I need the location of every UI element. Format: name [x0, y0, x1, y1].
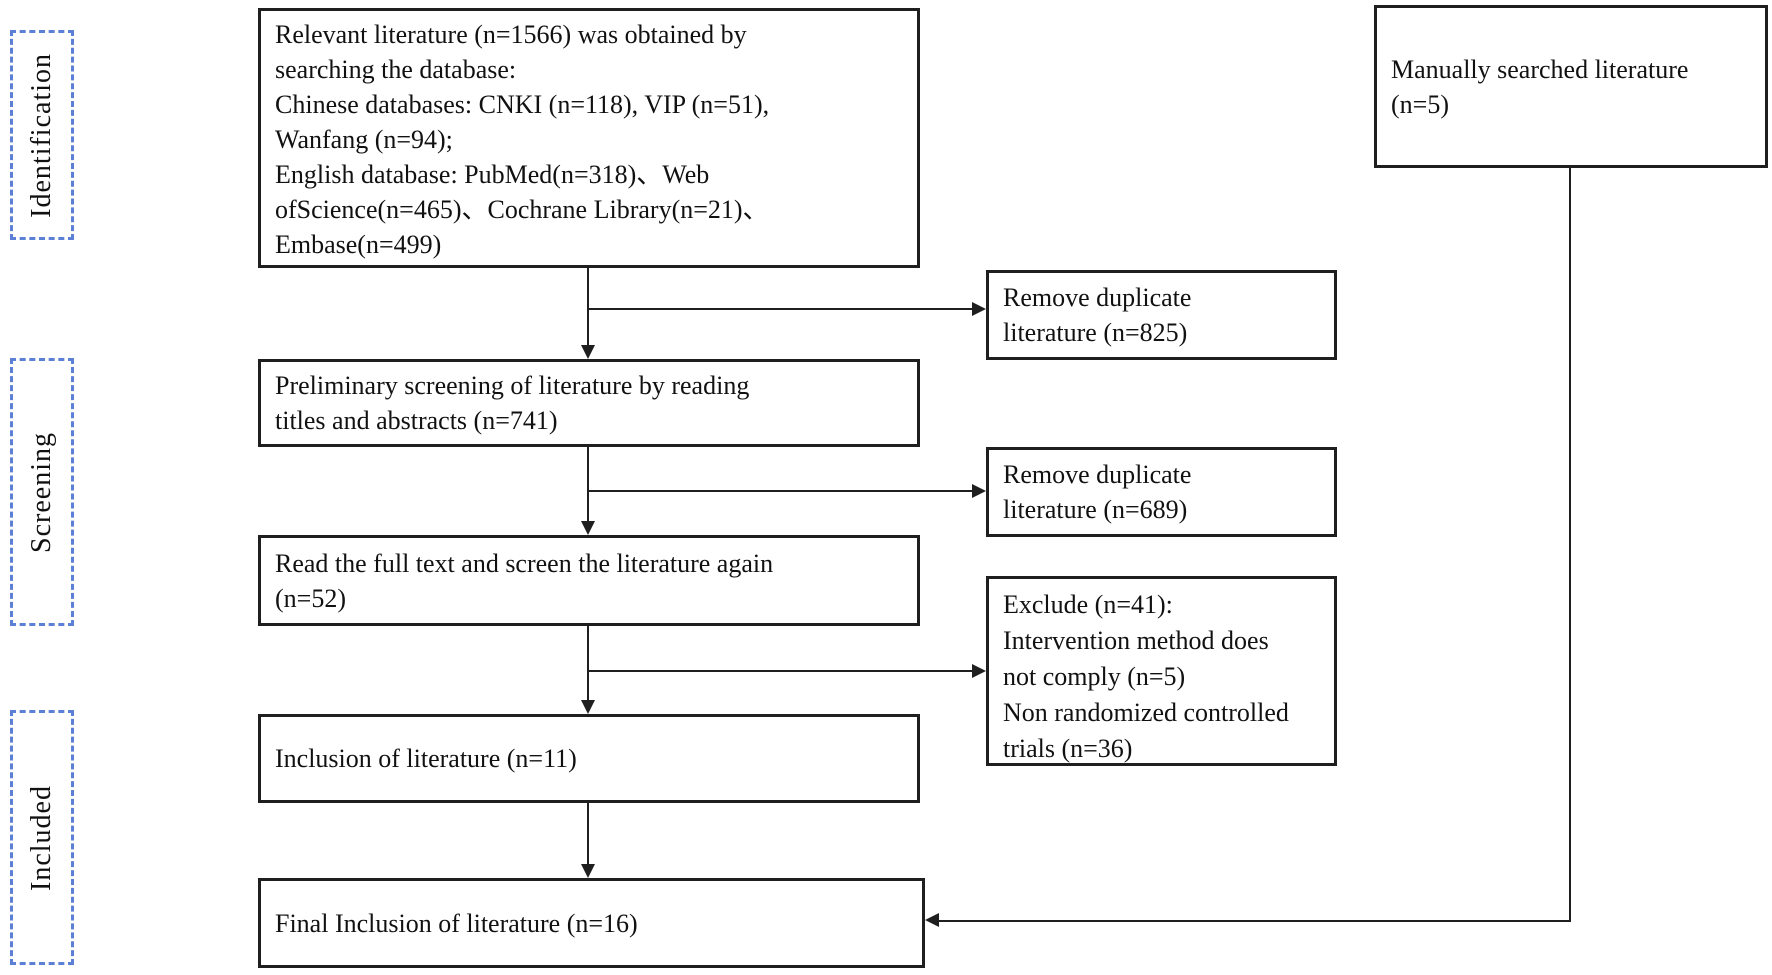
connector-preliminary-to-fulltext-arrowhead — [581, 521, 595, 535]
connector-relevant-to-preliminary-line — [587, 267, 589, 347]
connector-fulltext-to-inclusion-arrowhead — [581, 700, 595, 714]
box-inclusion-text: Inclusion of literature (n=11) — [275, 744, 577, 773]
box-remove-duplicate-825: Remove duplicate literature (n=825) — [986, 270, 1337, 360]
connector-manual-to-final-arrowhead — [925, 913, 939, 927]
box-manually-searched: Manually searched literature (n=5) — [1374, 5, 1768, 168]
connector-to-remove-825-line — [588, 308, 972, 310]
box-remove-duplicate-689: Remove duplicate literature (n=689) — [986, 447, 1337, 537]
box-final-inclusion-text: Final Inclusion of literature (n=16) — [275, 908, 638, 938]
connector-inclusion-to-final-line — [587, 802, 589, 864]
box-exclude: Exclude (n=41): Intervention method does… — [986, 576, 1337, 766]
connector-inclusion-to-final-arrowhead — [581, 864, 595, 878]
stage-label-identification: Identification — [26, 52, 57, 218]
connector-relevant-to-preliminary-arrowhead — [581, 345, 595, 359]
box-manually-searched-text: Manually searched literature (n=5) — [1391, 54, 1689, 119]
connector-manual-to-final-vertical-line — [1569, 167, 1571, 922]
box-full-text-screen: Read the full text and screen the litera… — [258, 535, 920, 626]
connector-to-remove-689-arrowhead — [972, 484, 986, 498]
box-inclusion: Inclusion of literature (n=11) — [258, 714, 920, 803]
connector-to-exclude-arrowhead — [972, 664, 986, 678]
box-exclude-text: Exclude (n=41): Intervention method does… — [1003, 590, 1289, 763]
connector-to-exclude-line — [588, 670, 972, 672]
box-remove-duplicate-825-text: Remove duplicate literature (n=825) — [1003, 283, 1192, 347]
box-relevant-literature: Relevant literature (n=1566) was obtaine… — [258, 8, 920, 268]
box-remove-duplicate-689-text: Remove duplicate literature (n=689) — [1003, 460, 1192, 524]
stage-box-identification: Identification — [10, 30, 74, 240]
box-preliminary-screening-text: Preliminary screening of literature by r… — [275, 371, 750, 435]
box-full-text-screen-text: Read the full text and screen the litera… — [275, 548, 774, 613]
connector-manual-to-final-horizontal-line — [939, 920, 1571, 922]
connector-to-remove-825-arrowhead — [972, 302, 986, 316]
connector-to-remove-689-line — [588, 490, 972, 492]
box-preliminary-screening: Preliminary screening of literature by r… — [258, 359, 920, 447]
stage-label-screening: Screening — [26, 431, 57, 553]
box-relevant-literature-text: Relevant literature (n=1566) was obtaine… — [275, 20, 770, 259]
connector-preliminary-to-fulltext-line — [587, 446, 589, 521]
box-final-inclusion: Final Inclusion of literature (n=16) — [258, 878, 925, 968]
stage-label-included: Included — [26, 784, 57, 891]
connector-fulltext-to-inclusion-line — [587, 625, 589, 700]
stage-box-included: Included — [10, 710, 74, 965]
stage-box-screening: Screening — [10, 358, 74, 626]
